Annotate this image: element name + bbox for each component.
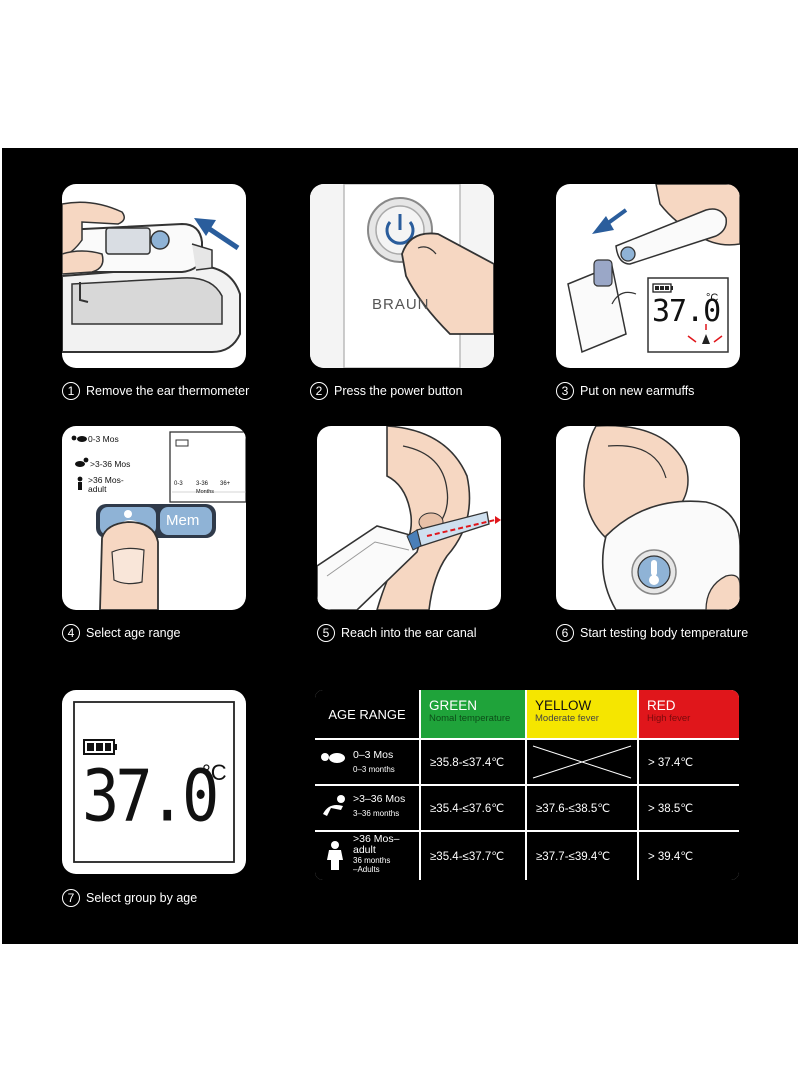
- table-row-2-age: >3–36 Mos 3–36 months: [315, 786, 419, 830]
- baby-icon: [71, 435, 87, 442]
- step-number: 7: [62, 889, 80, 907]
- lcd-unit: °C: [202, 760, 227, 785]
- step-number: 5: [317, 624, 335, 642]
- step-label: Select group by age: [86, 891, 198, 905]
- step-4: 4 Select age range: [62, 624, 181, 642]
- table-row-3-age: >36 Mos– adult 36 months –Adults: [315, 832, 419, 880]
- step7-illustration: 37.0 °C: [62, 690, 246, 874]
- header-red-title: RED: [647, 698, 676, 713]
- toddler-icon: [75, 457, 89, 467]
- table-row-1-green: ≥35.8-≤37.4℃: [421, 740, 525, 784]
- table-row-2-red: > 38.5℃: [639, 786, 739, 830]
- battery-icon: [83, 739, 117, 755]
- header-green-title: GREEN: [429, 698, 478, 713]
- step-label: Start testing body temperature: [580, 626, 749, 640]
- table-row-1-age: 0–3 Mos 0–3 months: [315, 740, 419, 784]
- baby-icon: [321, 753, 345, 763]
- lcd-reading: 37.0: [82, 754, 219, 838]
- step6-illustration: [556, 426, 740, 610]
- table-row-3-yellow: ≥37.7-≤39.4℃: [527, 832, 637, 880]
- step-number: 2: [310, 382, 328, 400]
- step-1: 1 Remove the ear thermometer: [62, 382, 249, 400]
- step-number: 3: [556, 382, 574, 400]
- step-6: 6 Start testing body temperature: [556, 624, 748, 642]
- table-row-1-yellow: [527, 740, 637, 784]
- step-label: Put on new earmuffs: [580, 384, 695, 398]
- battery-icon: [652, 283, 673, 293]
- table-row-3-green: ≥35.4-≤37.7℃: [421, 832, 525, 880]
- step-3: 3 Put on new earmuffs: [556, 382, 694, 400]
- step-label: Select age range: [86, 626, 181, 640]
- header-yellow-subtitle: Moderate fever: [535, 713, 599, 724]
- power-icon: [385, 214, 415, 245]
- mem-button: Mem: [166, 512, 200, 529]
- header-yellow: YELLOW Moderate fever: [527, 690, 637, 738]
- mini-label-2: 36+: [220, 481, 231, 487]
- mini-label-0: 0-3: [174, 481, 183, 487]
- header-green: GREEN Nomal temperature: [421, 690, 525, 738]
- step-number: 6: [556, 624, 574, 642]
- header-red-subtitle: High fever: [647, 713, 691, 724]
- step4-illustration: 0-3 Mos >3-36 Mos >36 Mos- adult 0-3 3-3…: [62, 426, 246, 610]
- mini-label-1: 3-36: [196, 481, 209, 487]
- step2-illustration: BRAUN: [310, 184, 494, 368]
- step-label: Remove the ear thermometer: [86, 384, 250, 398]
- header-age-range: AGE RANGE: [315, 690, 419, 738]
- brand-logo: BRAUN: [372, 296, 430, 313]
- mini-months: Months: [196, 489, 215, 495]
- step3-illustration: 37.0 °C: [556, 184, 740, 368]
- fever-table: AGE RANGE GREEN Nomal temperature YELLOW…: [315, 690, 739, 880]
- age-option-1: >3-36 Mos: [90, 459, 131, 469]
- step-number: 4: [62, 624, 80, 642]
- header-yellow-title: YELLOW: [535, 698, 592, 713]
- lcd-unit: °C: [706, 292, 719, 304]
- header-red: RED High fever: [639, 690, 739, 738]
- age-option-0: 0-3 Mos: [88, 434, 119, 444]
- step-number: 1: [62, 382, 80, 400]
- step-label: Press the power button: [334, 384, 463, 398]
- step5-illustration: [317, 426, 501, 610]
- step1-illustration: [62, 184, 246, 368]
- thermometer-icon: [649, 560, 659, 585]
- table-row-2-yellow: ≥37.6-≤38.5℃: [527, 786, 637, 830]
- step-5: 5 Reach into the ear canal: [317, 624, 477, 642]
- header-green-subtitle: Nomal temperature: [429, 713, 511, 724]
- table-row-1-red: > 37.4℃: [639, 740, 739, 784]
- adult-icon: [327, 841, 343, 870]
- table-row-2-green: ≥35.4-≤37.6℃: [421, 786, 525, 830]
- lcd-reading: 37.0: [652, 294, 721, 329]
- toddler-icon: [323, 795, 345, 816]
- step-label: Reach into the ear canal: [341, 626, 477, 640]
- age-option-2: >36 Mos- adult: [88, 475, 124, 494]
- adult-icon: [77, 476, 83, 490]
- step-7: 7 Select group by age: [62, 889, 197, 907]
- table-row-3-red: > 39.4℃: [639, 832, 739, 880]
- step-2: 2 Press the power button: [310, 382, 463, 400]
